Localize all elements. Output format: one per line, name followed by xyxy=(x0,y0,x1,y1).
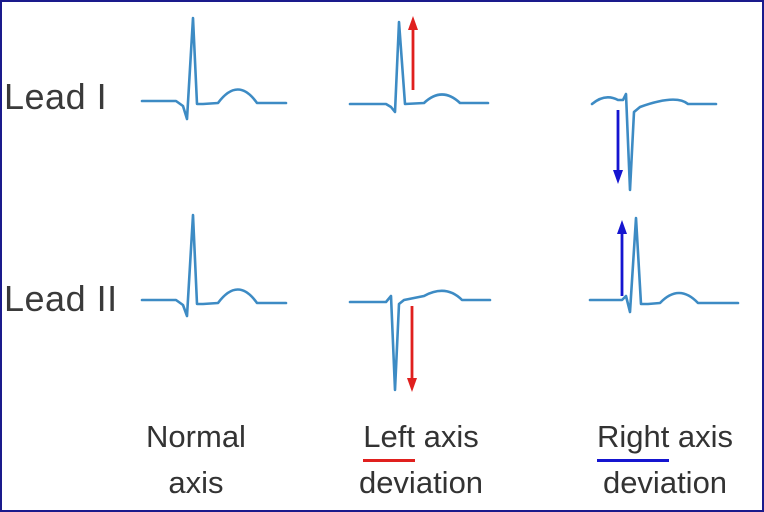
ecg-trace-lead1-normal xyxy=(140,16,288,121)
ecg-trace-lead2-right xyxy=(588,216,740,314)
caption-normal-axis: Normal axis xyxy=(122,414,270,506)
caption-left-keyword: Left xyxy=(363,414,415,462)
ecg-trace-lead1-left xyxy=(348,20,490,114)
ecg-trace-lead2-normal xyxy=(140,213,288,318)
lead-1-label: Lead I xyxy=(4,76,108,117)
up-arrow-icon-left-lead1 xyxy=(408,16,418,90)
ecg-trace-lead2-left xyxy=(348,289,492,392)
caption-left-rest: axis xyxy=(414,419,479,454)
caption-left-axis-deviation: Left axis deviation xyxy=(336,414,506,506)
caption-right-rest: axis xyxy=(669,419,734,454)
caption-left-word: Left xyxy=(363,419,415,454)
right-underline xyxy=(596,459,670,462)
ecg-trace-lead1-right xyxy=(590,92,718,192)
caption-right-keyword: Right xyxy=(596,414,670,462)
caption-right-word: Right xyxy=(596,419,670,454)
up-arrow-icon-right-lead2 xyxy=(617,220,627,296)
left-underline xyxy=(363,459,415,462)
caption-left-line2: deviation xyxy=(358,465,484,500)
caption-right-axis-deviation: Right axis deviation xyxy=(574,414,756,506)
lead-2-label: Lead II xyxy=(4,278,118,319)
caption-right-line2: deviation xyxy=(602,465,728,500)
down-arrow-icon-left-lead2 xyxy=(407,306,417,392)
caption-normal-line2: axis xyxy=(168,465,224,500)
caption-normal-line1: Normal xyxy=(146,419,246,454)
down-arrow-icon-right-lead1 xyxy=(613,110,623,184)
